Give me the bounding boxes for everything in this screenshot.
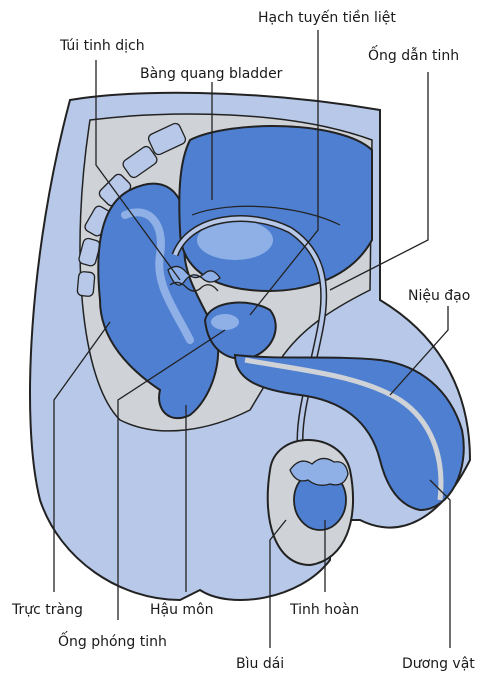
label-hach-tuyen-tien-liet: Hạch tuyến tiền liệt: [258, 9, 396, 26]
label-biu-dai: Bìu dái: [236, 656, 284, 672]
label-tui-tinh-dich: Túi tinh dịch: [59, 38, 145, 54]
label-ong-phong-tinh: Ống phóng tinh: [58, 631, 167, 650]
label-tinh-hoan: Tinh hoàn: [289, 602, 359, 618]
label-bang-quang: Bàng quang bladder: [140, 66, 283, 82]
label-duong-vat: Dương vật: [402, 656, 475, 672]
label-ong-dan-tinh: Ống dẫn tinh: [368, 45, 459, 64]
bladder: [179, 126, 372, 291]
label-truc-trang: Trực tràng: [11, 602, 83, 618]
prostate-highlight: [211, 314, 239, 330]
label-nieu-dao: Niệu đạo: [408, 288, 470, 304]
label-hau-mon: Hậu môn: [150, 602, 214, 618]
